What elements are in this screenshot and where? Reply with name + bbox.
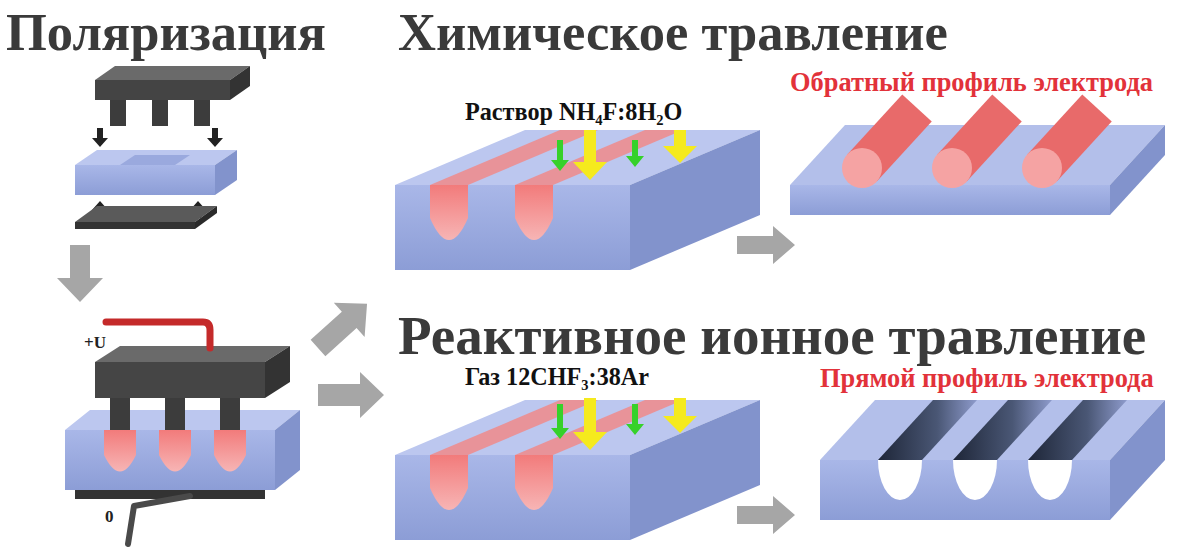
ground-label: 0	[105, 508, 114, 527]
ground-wire	[128, 496, 190, 544]
comb-electrode	[95, 66, 250, 126]
reagent-label: Раствор NH₄F:8H₂O	[465, 99, 682, 126]
result-label: Обратный профиль электрода	[790, 68, 1153, 97]
reverse-profile	[790, 108, 1165, 215]
flow-arrow	[57, 245, 103, 302]
etchant-arrows	[551, 130, 697, 180]
stage-heading: Поляризация	[6, 4, 326, 62]
poling-setup	[65, 346, 300, 499]
stage-heading: Химическое травление	[398, 4, 948, 62]
reagent-label: Газ 12CHF₃:38Ar	[465, 364, 649, 391]
stage-heading: Реактивное ионное травление	[398, 306, 1146, 367]
etched-crystal	[395, 400, 760, 540]
etchant-arrows	[551, 398, 697, 450]
result-label: Прямой профиль электрода	[820, 364, 1154, 393]
etched-crystal	[395, 130, 760, 270]
crystal-plate	[75, 150, 237, 195]
bottom-electrode	[75, 206, 217, 229]
voltage-wire	[106, 322, 210, 348]
direct-profile	[820, 400, 1165, 520]
voltage-label: +U	[84, 334, 106, 353]
